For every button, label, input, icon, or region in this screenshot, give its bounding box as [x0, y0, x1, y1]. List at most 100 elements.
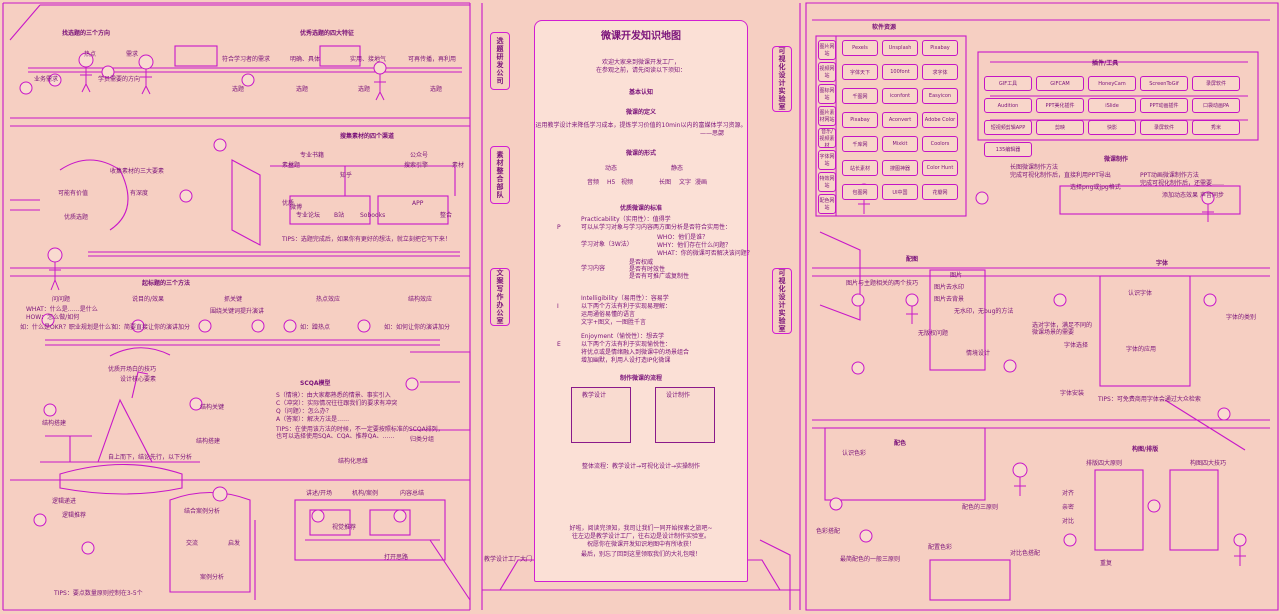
e-line-4: 增加幽默，利用人设打造IP化微课 [581, 357, 670, 364]
materials-wechat: 公众号 [410, 152, 428, 159]
cabinet-tile[interactable]: 秀米 [1192, 120, 1240, 135]
material-label-quality: 优质选题 [64, 214, 88, 221]
standards-title: 优质微课的标准 [535, 205, 747, 212]
cabinet-tile[interactable]: 剪映 [1036, 120, 1084, 135]
materials-app: APP [412, 200, 423, 207]
tool-tile[interactable]: Pexels [842, 40, 878, 56]
tool-tile[interactable]: UI中国 [882, 184, 918, 200]
shelf-label: 字体网站 [818, 150, 836, 170]
tool-tile[interactable]: Color Hunt [922, 160, 958, 176]
form-item-comic: 漫画 [695, 179, 707, 186]
font-note-1: 认识字体 [1128, 290, 1152, 297]
tool-tile[interactable]: 100font [882, 64, 918, 80]
opening-ask: 问问题 [52, 296, 70, 303]
cabinet-tile[interactable]: ScreenToGif [1140, 76, 1188, 91]
i-letter: I [557, 303, 559, 310]
cabinet-tile[interactable]: GIF工具 [984, 76, 1032, 91]
tool-tile[interactable]: Unsplash [882, 40, 918, 56]
tool-tile[interactable]: 包图网 [842, 184, 878, 200]
tool-tile[interactable]: Adobe Color [922, 112, 958, 128]
structure-label-9: 优质开场白的技巧 [108, 366, 156, 373]
tool-tile[interactable]: Pixabay [842, 112, 878, 128]
tool-tile[interactable]: Mixkit [882, 136, 918, 152]
cabinet-tile[interactable]: 快影 [1088, 120, 1136, 135]
cabinet-tile[interactable]: GIFCAM [1036, 76, 1084, 91]
materials-sobooks: Sobooks [360, 212, 385, 219]
tool-tile[interactable]: 字体天下 [842, 64, 878, 80]
cabinet-tile[interactable]: HoneyCam [1088, 76, 1136, 91]
outro-line-3: 祝愿你在微课开发知识地图中有所收获！ [535, 541, 747, 548]
tool-tile[interactable]: 花瓣网 [922, 184, 958, 200]
tool-tile[interactable]: 千图网 [842, 88, 878, 104]
topic-need: 需求 [126, 51, 138, 58]
layout-note-6: 构图四大技巧 [1190, 460, 1226, 467]
bottom-label-6: 逻辑推荐 [62, 512, 86, 519]
bottom-label-7: 交流 [186, 540, 198, 547]
font-note-2: 字体的应用 [1126, 346, 1156, 353]
opening-note-7: 如：如何让你的演讲加分 [384, 324, 450, 331]
tool-tile[interactable]: Easyicon [922, 88, 958, 104]
content-item-3: 是否有可推广或复制性 [629, 273, 689, 280]
opening-note-5: 围绕关键词提升演讲 [210, 308, 264, 315]
tool-tile[interactable]: iconfont [882, 88, 918, 104]
feature-sub-4: 选题 [430, 86, 442, 93]
structure-label-8: 逻辑递进 [52, 498, 76, 505]
tool-tile[interactable]: 站长素材 [842, 160, 878, 176]
opening-note-3: 如：什么是OKR？职业规划是什么？ [20, 324, 117, 331]
form-group-static: 静态 [671, 165, 683, 172]
p-letter: P [557, 224, 561, 231]
tool-tile[interactable]: 千库网 [842, 136, 878, 152]
cabinet-tile[interactable]: 录屏软件 [1140, 120, 1188, 135]
topic-business: 业务需求 [34, 76, 58, 83]
material-label-a: 素材 [282, 162, 294, 169]
opening-structure: 结构效应 [408, 296, 432, 303]
tool-tile[interactable]: Coolors [922, 136, 958, 152]
materials-title: 搜集素材的四个渠道 [340, 133, 394, 140]
cabinet-tile[interactable]: iSlide [1088, 98, 1136, 113]
opening-title: 起标题的三个方法 [142, 280, 190, 287]
material-label-c: 优质 [282, 200, 294, 207]
cabinet-tile[interactable]: 口袋动画PA [1192, 98, 1240, 113]
flow-box-production: 设计制作 [655, 387, 715, 443]
cabinet-tile[interactable]: 短视频剪辑APP [984, 120, 1032, 135]
e-line-2: 以下两个方法有利于实现愉悦性： [581, 341, 671, 348]
shelf-label: 图片素材网站 [818, 106, 836, 126]
tool-tile[interactable]: 求字体 [922, 64, 958, 80]
bottom-label-1: 讲述/开场 [306, 490, 332, 497]
structure-label-3: 结构搭建 [42, 420, 66, 427]
tool-tile[interactable]: Aconvert [882, 112, 918, 128]
cabinet-tile[interactable]: PPT动画插件 [1140, 98, 1188, 113]
topic-learner: 学员需要的方向 [98, 76, 140, 83]
scqa-title: SCQA模型 [300, 380, 330, 387]
bottom-label-10: 打开思路 [384, 554, 408, 561]
layout-note-contrast: 对比 [1062, 518, 1074, 525]
tool-tile[interactable]: Pixabay [922, 40, 958, 56]
notice-board: 微课开发知识地图 欢迎大家来到微课开发工厂， 在参观之前，请先阅读以下须知： 基… [534, 20, 748, 582]
e-line-1: Enjoyment（愉悦性）：想去学 [581, 333, 664, 340]
structure-label-6: 结构化思维 [338, 458, 368, 465]
e-line-3: 将优点或是情绪融入到微课中的场景组合 [581, 349, 689, 356]
cabinet-tile[interactable]: 135编辑器 [984, 142, 1032, 157]
production-note-6: 添加动态效果 [1162, 192, 1198, 199]
p-line-2: 可以从学习对象与学习内容两方面分析是否符合实用性： [581, 224, 731, 231]
forms-title: 微课的形式 [535, 150, 747, 157]
opening-hot: 热点效应 [316, 296, 340, 303]
map-title: 微课开发知识地图 [535, 31, 747, 43]
sign-visual-lab-1: 可视化设计实验室 [772, 46, 792, 112]
flow-title: 制作微课的流程 [535, 375, 747, 382]
material-label-d: 整合 [440, 212, 452, 219]
production-note-5: 选择png或jpg格式 [1070, 184, 1121, 191]
scqa-c: C（冲突）：实际情况往往跟我们的要求有冲突 [276, 400, 397, 407]
cabinet-tile[interactable]: Audition [984, 98, 1032, 113]
tool-tile[interactable]: 搜图神器 [882, 160, 918, 176]
factory-gate-sign: 教学设计工厂大门 [484, 556, 532, 563]
cabinet-tile[interactable]: 录屏软件 [1192, 76, 1240, 91]
image-note-2: 图片去水印 [934, 284, 964, 291]
outro-line-1: 好啦，阅读完须知，我司让我们一同开始探索之旅吧~ [535, 525, 747, 532]
layout-note-1: 排版四大原则 [1086, 460, 1122, 467]
bottom-label-9: 案例分析 [200, 574, 224, 581]
scqa-a: A（答案）：解决方法是…… [276, 416, 349, 423]
content-label: 学习内容 [581, 265, 605, 272]
bottom-label-2: 机构/案例 [352, 490, 378, 497]
cabinet-tile[interactable]: PPT美化插件 [1036, 98, 1084, 113]
